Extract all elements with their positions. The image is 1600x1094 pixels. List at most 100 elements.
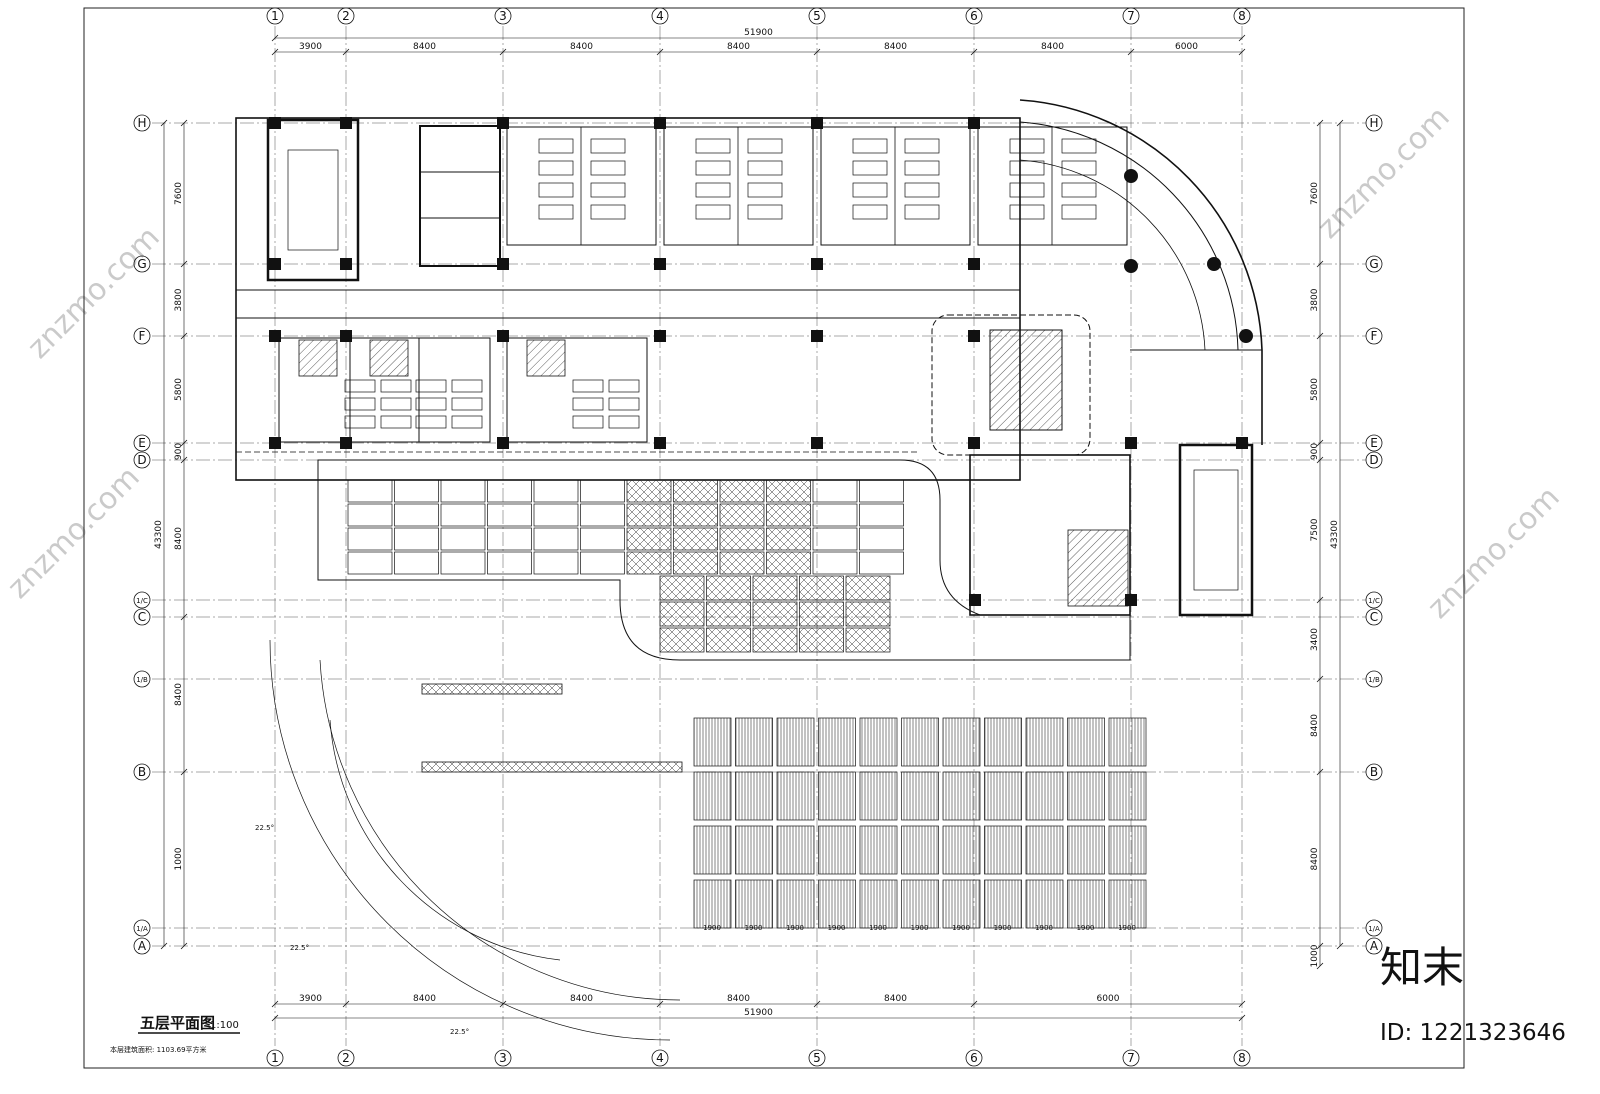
grid-marker-col-3-bottom bbox=[494, 1049, 512, 1067]
terrace-cell-6-3 bbox=[626, 551, 672, 575]
solar-panel-5-2 bbox=[901, 825, 939, 875]
dim-left-rows-tick-4 bbox=[180, 456, 188, 464]
planter-strip-upper bbox=[421, 683, 563, 695]
solar-panel-8-1 bbox=[1025, 771, 1064, 821]
terrace-cell-6-2 bbox=[626, 527, 672, 551]
dim-bottom-bays-tick-6 bbox=[1238, 1000, 1246, 1008]
ward-north-2 bbox=[820, 126, 971, 246]
dim-left-rows-tick-2 bbox=[180, 332, 188, 340]
terrace-cell-5-1 bbox=[580, 503, 625, 527]
solar-panel-6-1 bbox=[942, 771, 981, 821]
terrace-cell-4-2 bbox=[533, 527, 579, 551]
bed-south-0-b0 bbox=[380, 379, 412, 393]
column-9 bbox=[497, 258, 509, 270]
bed-north-0-a1 bbox=[538, 160, 574, 176]
grid-label-row-B-right: B bbox=[1370, 765, 1378, 779]
watermark-id: ID: 1221323646 bbox=[1380, 1020, 1566, 1046]
round-column-3 bbox=[1239, 329, 1253, 343]
terrace-hatch-cell-2-0 bbox=[752, 575, 798, 601]
terrace-cell-10-0 bbox=[812, 479, 858, 503]
watermark-diagonal-2: znzmo.com bbox=[1, 460, 147, 606]
bed-south-2-a0 bbox=[572, 379, 604, 393]
round-column-1 bbox=[1207, 257, 1221, 271]
panel-width-label-5: 1900 bbox=[911, 924, 929, 932]
terrace-hatch-cell-2-1 bbox=[752, 601, 798, 627]
dim-top-overall-label-0: 51900 bbox=[744, 28, 773, 38]
dim-top-overall-tick-1 bbox=[1238, 34, 1246, 42]
terrace-cell-8-0 bbox=[719, 479, 765, 503]
solar-panel-4-1 bbox=[859, 771, 898, 821]
area-note: 本层建筑面积: 1103.69平方米 bbox=[110, 1045, 207, 1054]
dim-bottom-bays-label-5: 6000 bbox=[1097, 994, 1120, 1004]
bed-north-1-b2 bbox=[747, 182, 783, 198]
lobby-hatch bbox=[989, 329, 1063, 431]
column-7 bbox=[340, 437, 352, 449]
bed-south-0-b2 bbox=[380, 415, 412, 429]
ward-south-bath-0 bbox=[298, 339, 338, 377]
bed-south-2-b1 bbox=[608, 397, 640, 411]
grid-marker-col-8-top bbox=[1233, 7, 1251, 25]
lobby-hatch-lower bbox=[1067, 529, 1129, 607]
bed-north-0-b0 bbox=[590, 138, 626, 154]
bed-south-2-a1 bbox=[572, 397, 604, 411]
bed-north-1-a1 bbox=[695, 160, 731, 176]
bed-north-2-b1 bbox=[904, 160, 940, 176]
column-25 bbox=[1236, 437, 1248, 449]
bed-south-1-a2 bbox=[415, 415, 447, 429]
grid-marker-row-1-A-left bbox=[133, 919, 151, 937]
grid-label-col-7-bottom: 7 bbox=[1127, 1051, 1135, 1065]
column-4 bbox=[340, 117, 352, 129]
column-15 bbox=[654, 437, 666, 449]
grid-label-row-C-left: C bbox=[138, 610, 146, 624]
dim-bottom-bays-label-4: 8400 bbox=[884, 994, 907, 1004]
terrace-cell-5-0 bbox=[580, 479, 625, 503]
terrace-cell-7-3 bbox=[673, 551, 718, 575]
dim-bottom-bays-tick-5 bbox=[970, 1000, 978, 1008]
bed-north-3-a0 bbox=[1009, 138, 1045, 154]
terrace-hatch-cell-4-2 bbox=[845, 627, 891, 653]
terrace-hatch-cell-3-2 bbox=[799, 627, 844, 653]
terrace-hatch-cell-0-1 bbox=[659, 601, 705, 627]
dim-top-bays-label-0: 3900 bbox=[299, 42, 322, 52]
sheet-border bbox=[83, 7, 1465, 1069]
grid-marker-row-C-right bbox=[1365, 608, 1383, 626]
dim-right-rows-tick-8 bbox=[1316, 942, 1324, 950]
solar-panel-6-0 bbox=[942, 717, 981, 767]
dim-right-rows-label-3: 900 bbox=[1310, 443, 1320, 460]
grid-marker-row-1-B-right bbox=[1365, 670, 1383, 688]
arc-angle-label-3: 22.5° bbox=[450, 1028, 469, 1036]
column-24 bbox=[1125, 437, 1137, 449]
grid-label-row-1-B-left: 1/B bbox=[136, 676, 148, 684]
dim-bottom-bays-tick-3 bbox=[656, 1000, 664, 1008]
column-14 bbox=[654, 330, 666, 342]
curved-wing-inner-wall bbox=[1019, 121, 1239, 351]
bed-north-0-b3 bbox=[590, 204, 626, 220]
column-26 bbox=[1125, 594, 1137, 606]
terrace-cell-4-1 bbox=[533, 503, 579, 527]
dim-right-rows-tick-6 bbox=[1316, 675, 1324, 683]
dim-left-rows-label-5: 8400 bbox=[174, 683, 184, 706]
solar-panel-8-0 bbox=[1025, 717, 1064, 767]
panel-width-label-1: 1900 bbox=[745, 924, 763, 932]
grid-label-row-F-left: F bbox=[139, 329, 146, 343]
dim-left-rows-label-4: 8400 bbox=[174, 527, 184, 550]
grid-label-col-1-bottom: 1 bbox=[271, 1051, 279, 1065]
dim-bottom-bays-tick-4 bbox=[813, 1000, 821, 1008]
dim-left-rows-label-1: 3800 bbox=[174, 288, 184, 311]
solar-panel-5-0 bbox=[901, 717, 939, 767]
grid-marker-row-A-left bbox=[133, 937, 151, 955]
dim-right-rows-label-6: 8400 bbox=[1310, 714, 1320, 737]
dim-left-rows-tick-5 bbox=[180, 613, 188, 621]
roof-terrace-grid bbox=[347, 479, 904, 653]
grid-label-col-1-top: 1 bbox=[271, 9, 279, 23]
ward-south-1 bbox=[349, 337, 491, 443]
terrace-cell-3-1 bbox=[487, 503, 532, 527]
grid-marker-row-1-C-right bbox=[1365, 591, 1383, 609]
grid-marker-row-E-right bbox=[1365, 434, 1383, 452]
grid-marker-col-3-top bbox=[494, 7, 512, 25]
dim-right-rows-label-5: 3400 bbox=[1310, 628, 1320, 651]
dim-left-total-label-0: 43300 bbox=[154, 520, 164, 549]
grid-label-row-G-right: G bbox=[1369, 257, 1378, 271]
